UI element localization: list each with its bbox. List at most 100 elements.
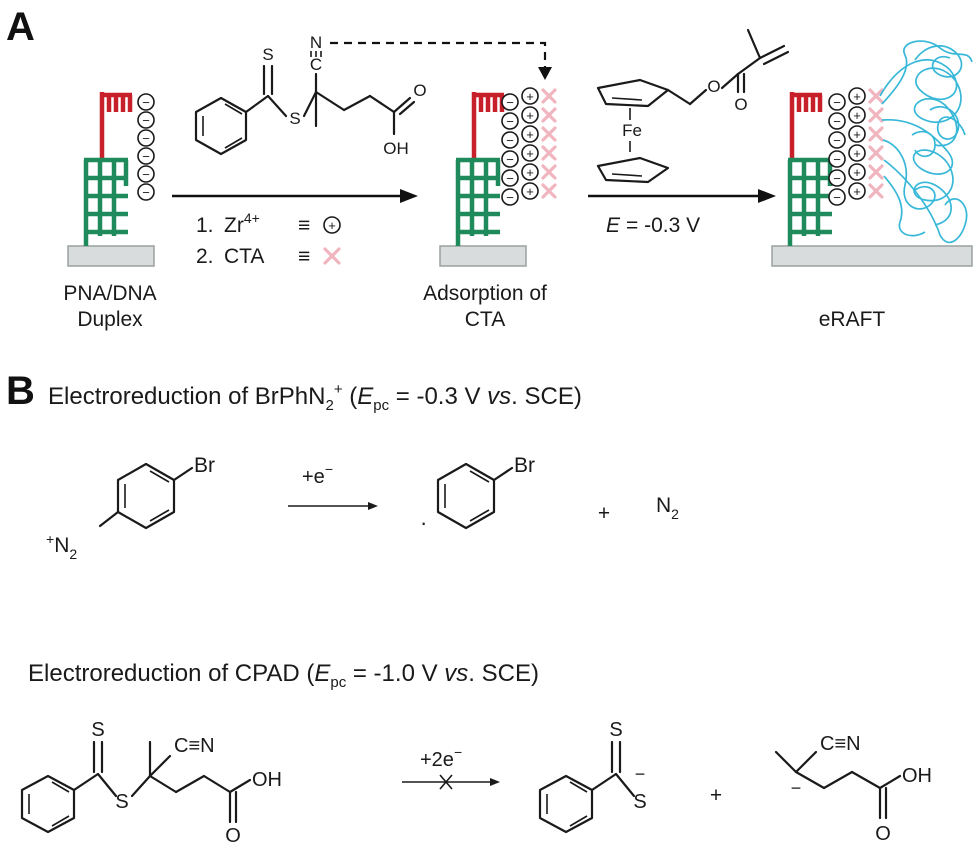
cpad-structure: S S C≡N O OH — [20, 719, 282, 847]
ferrocene-monomer: Fe O O — [596, 28, 790, 184]
svg-text:C: C — [310, 55, 322, 74]
svg-text:−: − — [506, 190, 514, 205]
svg-text:OH: OH — [902, 765, 932, 787]
svg-text:−: − — [142, 149, 150, 164]
svg-text:·: · — [420, 510, 427, 535]
carbanion-structure: C≡N − O OH — [774, 733, 932, 845]
diazonium-structure: Br +N2 — [46, 454, 215, 562]
diazonium-n2: +N2 — [46, 531, 77, 562]
svg-text:+: + — [853, 184, 861, 199]
aryl-radical-structure: Br · — [420, 454, 535, 535]
svg-text:−: − — [833, 152, 841, 167]
svg-text:−: − — [833, 133, 841, 148]
svg-text:+: + — [853, 165, 861, 180]
svg-text:−: − — [791, 778, 802, 798]
step2-species: CTA — [224, 245, 264, 268]
svg-text:−: − — [506, 133, 514, 148]
electrode-slab-2 — [439, 245, 527, 267]
svg-text:−: − — [833, 171, 841, 186]
svg-text:Br: Br — [514, 454, 535, 477]
duplex-1: − − − − − − — [67, 92, 155, 267]
step1-species: Zr4+ — [224, 210, 260, 237]
charges-2: − − − − − − + + + + + + — [501, 87, 539, 206]
svg-text:−: − — [506, 114, 514, 129]
svg-text:O: O — [225, 825, 241, 847]
step1-number: 1. — [196, 214, 214, 237]
panel-b-label: B — [6, 369, 35, 413]
charges-3: − − − − − − + + + + + + — [828, 87, 866, 206]
svg-text:OH: OH — [383, 139, 409, 158]
duplex-3: − − − − − − + + + + + + — [771, 40, 973, 267]
svg-text:+: + — [526, 146, 534, 161]
svg-text:+: + — [328, 218, 336, 233]
eraft-label: eRAFT — [819, 308, 886, 331]
svg-text:+: + — [598, 502, 610, 525]
potential-label: E= -0.3 V — [606, 214, 700, 237]
panel-b-title-2: Electroreduction of CPAD (Epc = -1.0 V v… — [28, 660, 539, 691]
svg-text:+: + — [526, 127, 534, 142]
svg-text:S: S — [289, 109, 300, 128]
svg-text:+: + — [853, 89, 861, 104]
svg-text:C≡N: C≡N — [174, 735, 215, 757]
svg-text:Fe: Fe — [622, 121, 642, 140]
electrode-slab-3 — [771, 245, 973, 267]
adsorption-label-line2: CTA — [465, 308, 505, 331]
panel-b-title-1: Electroreduction of BrPhN2+ (Epc = -0.3 … — [48, 381, 582, 414]
svg-text:−: − — [142, 185, 150, 200]
svg-text:S: S — [609, 719, 622, 741]
svg-text:S: S — [633, 791, 646, 813]
svg-text:+: + — [526, 165, 534, 180]
svg-text:+: + — [853, 127, 861, 142]
product-n2: N2 — [656, 494, 679, 522]
phosphate-charges-1: − − − − − − — [137, 93, 155, 201]
duplex-label-line2: Duplex — [77, 308, 143, 331]
svg-text:S: S — [115, 791, 128, 813]
svg-text:−: − — [142, 167, 150, 182]
electron-label-1: +e− — [302, 461, 333, 488]
svg-text:OH: OH — [252, 769, 282, 791]
zr-symbol — [323, 216, 341, 234]
svg-text:−: − — [506, 171, 514, 186]
svg-text:−: − — [506, 152, 514, 167]
svg-text:N: N — [310, 33, 322, 52]
svg-text:S: S — [91, 719, 104, 741]
svg-text:O: O — [413, 81, 426, 100]
svg-text:O: O — [875, 823, 891, 845]
cta-structure-a: S S C N O OH — [194, 33, 427, 158]
svg-text:O: O — [734, 95, 747, 114]
dashed-arrowhead — [538, 67, 552, 80]
electrode-slab-1 — [67, 245, 155, 267]
svg-text:−: − — [142, 113, 150, 128]
svg-text:≡: ≡ — [298, 245, 310, 268]
adsorption-label-line1: Adsorption of — [423, 282, 547, 305]
svg-text:+: + — [710, 784, 722, 807]
svg-text:S: S — [262, 45, 273, 64]
svg-text:+: + — [526, 108, 534, 123]
svg-text:−: − — [506, 95, 514, 110]
svg-text:+: + — [853, 146, 861, 161]
svg-text:C≡N: C≡N — [820, 733, 861, 755]
svg-text:+: + — [853, 108, 861, 123]
svg-text:≡: ≡ — [298, 214, 310, 237]
svg-text:−: − — [142, 131, 150, 146]
panel-a-label: A — [6, 5, 35, 49]
step2-number: 2. — [196, 245, 214, 268]
dithiobenzoate-structure: S S − — [538, 719, 647, 834]
svg-text:Br: Br — [194, 454, 215, 477]
cta-crosses-2 — [541, 88, 557, 199]
polymer-brushes — [879, 40, 973, 244]
duplex-2: − − − − − − + + + + + + — [439, 87, 557, 267]
svg-text:+: + — [526, 184, 534, 199]
svg-text:−: − — [142, 95, 150, 110]
svg-text:+: + — [526, 89, 534, 104]
svg-text:−: − — [833, 190, 841, 205]
dashed-pointer — [330, 41, 547, 70]
cta-crosses-3 — [868, 88, 884, 199]
electron-label-2: +2e− — [420, 744, 462, 771]
cta-cross-symbol — [323, 247, 341, 265]
svg-text:−: − — [833, 95, 841, 110]
svg-text:−: − — [635, 764, 646, 784]
duplex-label-line1: PNA/DNA — [63, 282, 156, 305]
